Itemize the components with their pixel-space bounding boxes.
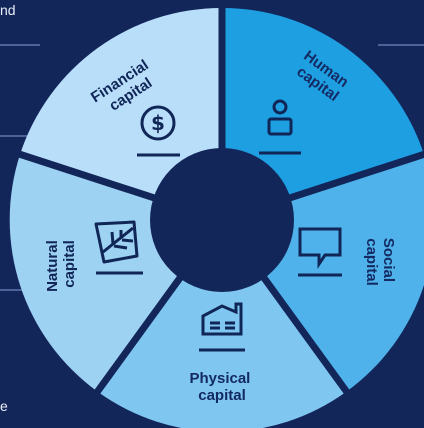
svg-text:$: $	[151, 111, 165, 135]
segment-human	[222, 7, 424, 220]
cut-off-text-bottom: e	[0, 398, 8, 414]
cut-off-text-top: nd	[0, 2, 16, 18]
center-hub	[150, 148, 294, 292]
segment-label-natural-line2: capital	[61, 240, 78, 288]
segment-label-social-line2: capital	[363, 238, 380, 286]
segment-label-physical-line2: capital	[198, 387, 246, 404]
segment-label-physical: Physical capital	[189, 370, 254, 404]
leaf-icon	[94, 220, 139, 264]
dollar-icon: $	[140, 105, 176, 141]
segment-label-social: Social capital	[363, 238, 397, 286]
speech-bubble-icon	[298, 227, 342, 269]
building-icon	[201, 302, 243, 336]
segment-label-natural-line1: Natural	[44, 240, 61, 292]
segment-financial	[20, 7, 222, 220]
segment-label-physical-line1: Physical	[189, 370, 250, 387]
segment-physical	[97, 220, 347, 428]
person-icon	[267, 99, 293, 136]
segment-label-social-line1: Social	[380, 238, 397, 282]
segment-label-natural: Natural capital	[44, 236, 78, 292]
